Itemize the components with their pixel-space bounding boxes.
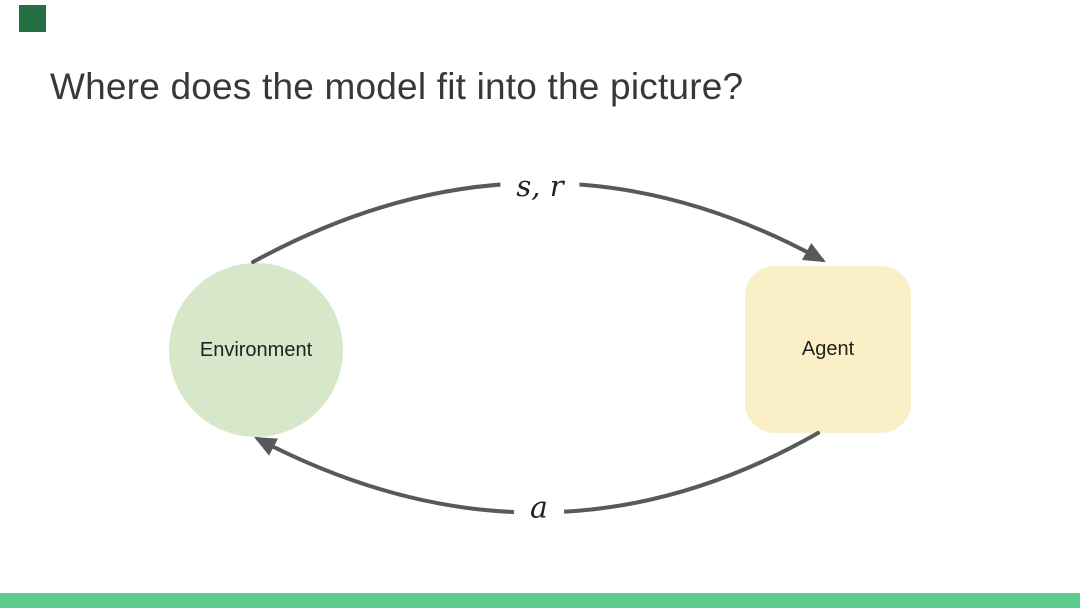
environment-label: Environment — [199, 338, 313, 361]
state-reward-label: s, r — [500, 167, 580, 205]
slide-title: Where does the model fit into the pictur… — [50, 66, 744, 107]
corner-accent-square — [19, 5, 46, 32]
agent-label: Agent — [801, 338, 855, 360]
bottom-accent-bar — [0, 593, 1080, 608]
agent-node: Agent — [745, 266, 911, 433]
action-label: a — [514, 488, 564, 528]
environment-node: Environment — [169, 263, 343, 437]
